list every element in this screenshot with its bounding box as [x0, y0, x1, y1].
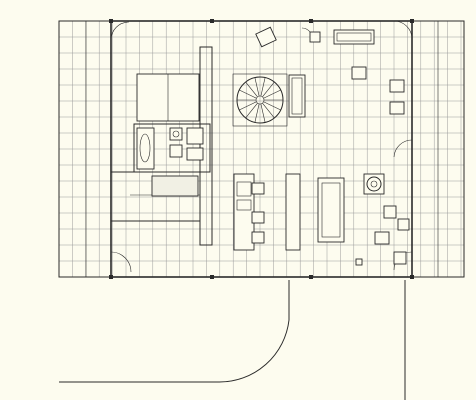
living-furniture [255, 26, 405, 118]
column-marker [109, 275, 113, 279]
column-marker [210, 275, 214, 279]
bed-icon [136, 73, 200, 197]
site-path [59, 280, 406, 400]
dining-table-icon [317, 177, 345, 243]
toilet-icon [186, 127, 204, 145]
bathroom [133, 123, 211, 173]
sink-icon [169, 127, 183, 141]
column-marker [109, 19, 113, 23]
spiral-stair-icon [232, 73, 288, 127]
round-stove-icon [355, 173, 410, 266]
armchair-icon [255, 26, 277, 48]
column-marker [410, 19, 414, 23]
column-marker [210, 19, 214, 23]
column-marker [410, 275, 414, 279]
sofa-icon [333, 29, 375, 45]
kitchen [233, 173, 301, 251]
structural-columns [109, 19, 414, 279]
column-marker [309, 275, 313, 279]
column-marker [309, 19, 313, 23]
door-swings [110, 20, 413, 273]
